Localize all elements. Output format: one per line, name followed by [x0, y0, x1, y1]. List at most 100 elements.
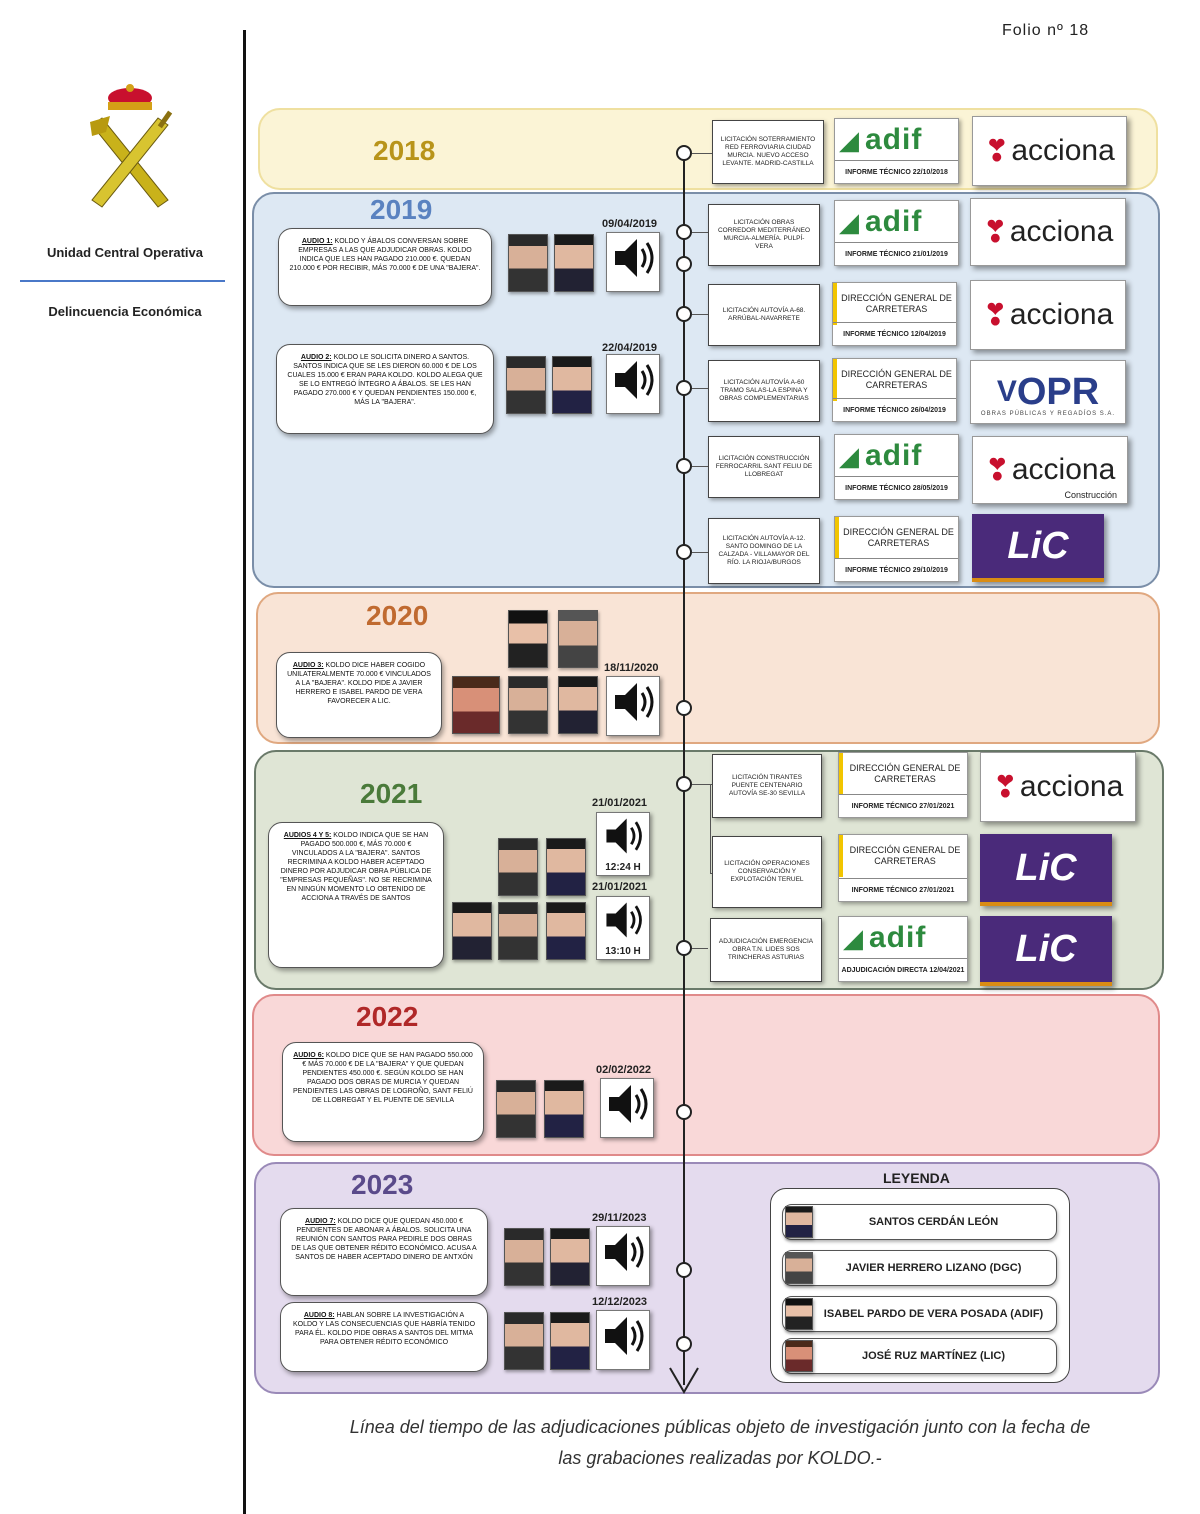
audio-tag: AUDIOS 4 Y 5: — [283, 832, 332, 839]
contract-box: LICITACIÓN CONSTRUCCIÓN FERROCARRIL SANT… — [708, 436, 820, 498]
audio-player[interactable] — [606, 232, 660, 292]
audio-date: 29/11/2023 — [592, 1212, 647, 1224]
speaker-icon — [615, 683, 654, 721]
audio-player[interactable] — [596, 1310, 650, 1370]
connector — [692, 153, 712, 154]
avatar — [508, 610, 548, 668]
folio-number: Folio nº 18 — [1002, 22, 1090, 39]
company-name: acciona — [1011, 134, 1115, 167]
contract-box: LICITACIÓN AUTOVÍA A-68. ARRÚBAL-NAVARRE… — [708, 284, 820, 346]
audio-date: 21/01/2021 — [592, 881, 648, 893]
audio-player[interactable] — [606, 354, 660, 414]
audio-card: AUDIO 6: KOLDO DICE QUE SE HAN PAGADO 55… — [282, 1042, 484, 1142]
report-label: INFORME TÉCNICO 27/01/2021 — [839, 794, 967, 817]
report-label: INFORME TÉCNICO 26/04/2019 — [833, 398, 956, 421]
company-box: ❣ acciona — [970, 280, 1126, 350]
timeline-node — [676, 1104, 692, 1120]
company-box: LiC — [972, 514, 1104, 582]
org-name: DIRECCIÓN GENERAL DE CARRETERAS — [839, 753, 967, 795]
timeline-node — [676, 380, 692, 396]
company-box: ❣ acciona Construcción — [972, 436, 1128, 504]
connector — [692, 552, 708, 553]
org-box-adif: ◢adif ADJUDICACIÓN DIRECTA 12/04/2021 — [838, 916, 968, 982]
avatar — [544, 1080, 584, 1138]
audio-player[interactable] — [596, 1226, 650, 1286]
legend-name: SANTOS CERDÁN LEÓN — [868, 1216, 999, 1228]
report-label: INFORME TÉCNICO 22/10/2018 — [835, 160, 958, 183]
department-name: Delincuencia Económica — [48, 304, 202, 319]
timeline-node — [676, 145, 692, 161]
unit-name: Unidad Central Operativa — [46, 245, 204, 260]
unit-underline — [20, 280, 225, 282]
company-box: ❣ acciona — [970, 198, 1126, 266]
speaker-icon — [606, 818, 642, 854]
avatar — [498, 838, 538, 896]
year-2019: 2019 — [370, 194, 433, 225]
audio-text: HABLAN SOBRE LA INVESTIGACIÓN A KOLDO Y … — [292, 1312, 476, 1346]
org-name: DIRECCIÓN GENERAL DE CARRETERAS — [833, 359, 956, 401]
audio-date: 22/04/2019 — [602, 342, 658, 354]
audio-player[interactable] — [606, 676, 660, 736]
connector — [692, 388, 708, 389]
avatar — [504, 1228, 544, 1286]
audio-tag: AUDIO 1: — [301, 238, 333, 245]
timeline-node — [676, 700, 692, 716]
avatar — [550, 1228, 590, 1286]
acciona-logo-icon: ❣ — [984, 134, 1010, 168]
adif-logo-icon: ◢ — [839, 440, 859, 471]
connector — [692, 466, 708, 467]
org-box-dgc: DIRECCIÓN GENERAL DE CARRETERAS INFORME … — [832, 282, 957, 346]
avatar — [498, 902, 538, 960]
year-2021: 2021 — [360, 778, 423, 809]
timeline-arrow-icon — [669, 1367, 699, 1394]
legend-item: SANTOS CERDÁN LEÓN — [782, 1204, 1057, 1240]
guardia-civil-emblem-icon — [80, 80, 180, 215]
audio-player[interactable] — [600, 1078, 654, 1138]
speaker-icon — [615, 361, 654, 399]
legend-name: JOSÉ RUZ MARTÍNEZ (LIC) — [862, 1350, 1005, 1362]
speaker-icon — [605, 1233, 644, 1271]
timeline-node — [676, 458, 692, 474]
org-box-dgc: DIRECCIÓN GENERAL DE CARRETERAS INFORME … — [838, 834, 968, 902]
audio-text: KOLDO DICE HABER COGIDO UNILATERALMENTE … — [287, 662, 431, 705]
company-name: acciona — [1009, 215, 1114, 248]
audio-player[interactable]: 13:10 H — [596, 896, 650, 960]
timeline-node — [676, 306, 692, 322]
legend-item: JOSÉ RUZ MARTÍNEZ (LIC) — [782, 1338, 1057, 1374]
org-box-adif: ◢adif INFORME TÉCNICO 22/10/2018 — [834, 118, 959, 184]
connector — [692, 314, 708, 315]
company-box: ❣ acciona — [980, 752, 1136, 822]
contract-box: ADJUDICACIÓN EMERGENCIA OBRA T.N. LIDES … — [710, 918, 822, 982]
audio-card: AUDIO 8: HABLAN SOBRE LA INVESTIGACIÓN A… — [280, 1302, 488, 1372]
speaker-icon — [605, 1317, 644, 1355]
company-subtitle: OBRAS PÚBLICAS Y REGADÍOS S.A. — [980, 411, 1116, 417]
audio-text: KOLDO DICE QUE QUEDAN 450.000 € PENDIENT… — [291, 1218, 477, 1261]
avatar — [504, 1312, 544, 1370]
audio-date: 02/02/2022 — [596, 1064, 652, 1076]
avatar — [550, 1312, 590, 1370]
audio-tag: AUDIO 8: — [303, 1312, 335, 1319]
timeline-node — [676, 1336, 692, 1352]
contract-box: LICITACIÓN AUTOVÍA A-12. SANTO DOMINGO D… — [708, 518, 820, 584]
figure-caption: Línea del tiempo de las adjudicaciones p… — [349, 1417, 1091, 1468]
speaker-icon — [615, 239, 654, 277]
audio-date: 21/01/2021 — [592, 797, 648, 809]
avatar — [785, 1252, 813, 1284]
org-name: DIRECCIÓN GENERAL DE CARRETERAS — [833, 283, 956, 325]
report-label: INFORME TÉCNICO 29/10/2019 — [835, 558, 958, 581]
avatar — [508, 234, 548, 292]
report-label: INFORME TÉCNICO 21/01/2019 — [835, 242, 958, 265]
audio-tag: AUDIO 2: — [300, 354, 332, 361]
company-name: acciona — [1011, 453, 1116, 486]
audio-player[interactable]: 12:24 H — [596, 812, 650, 876]
connector — [692, 948, 708, 949]
company-name: acciona — [1009, 298, 1114, 331]
audio-date: 12/12/2023 — [592, 1296, 648, 1308]
legend-item: JAVIER HERRERO LIZANO (DGC) — [782, 1250, 1057, 1286]
audio-tag: AUDIO 7: — [305, 1218, 336, 1225]
acciona-logo-icon: ❣ — [982, 298, 1008, 332]
contract-box: LICITACIÓN OBRAS CORREDOR MEDITERRÁNEO M… — [708, 204, 820, 266]
year-2018: 2018 — [373, 135, 436, 166]
org-name: DIRECCIÓN GENERAL DE CARRETERAS — [835, 517, 958, 559]
audio-card: AUDIO 3: KOLDO DICE HABER COGIDO UNILATE… — [276, 652, 442, 738]
